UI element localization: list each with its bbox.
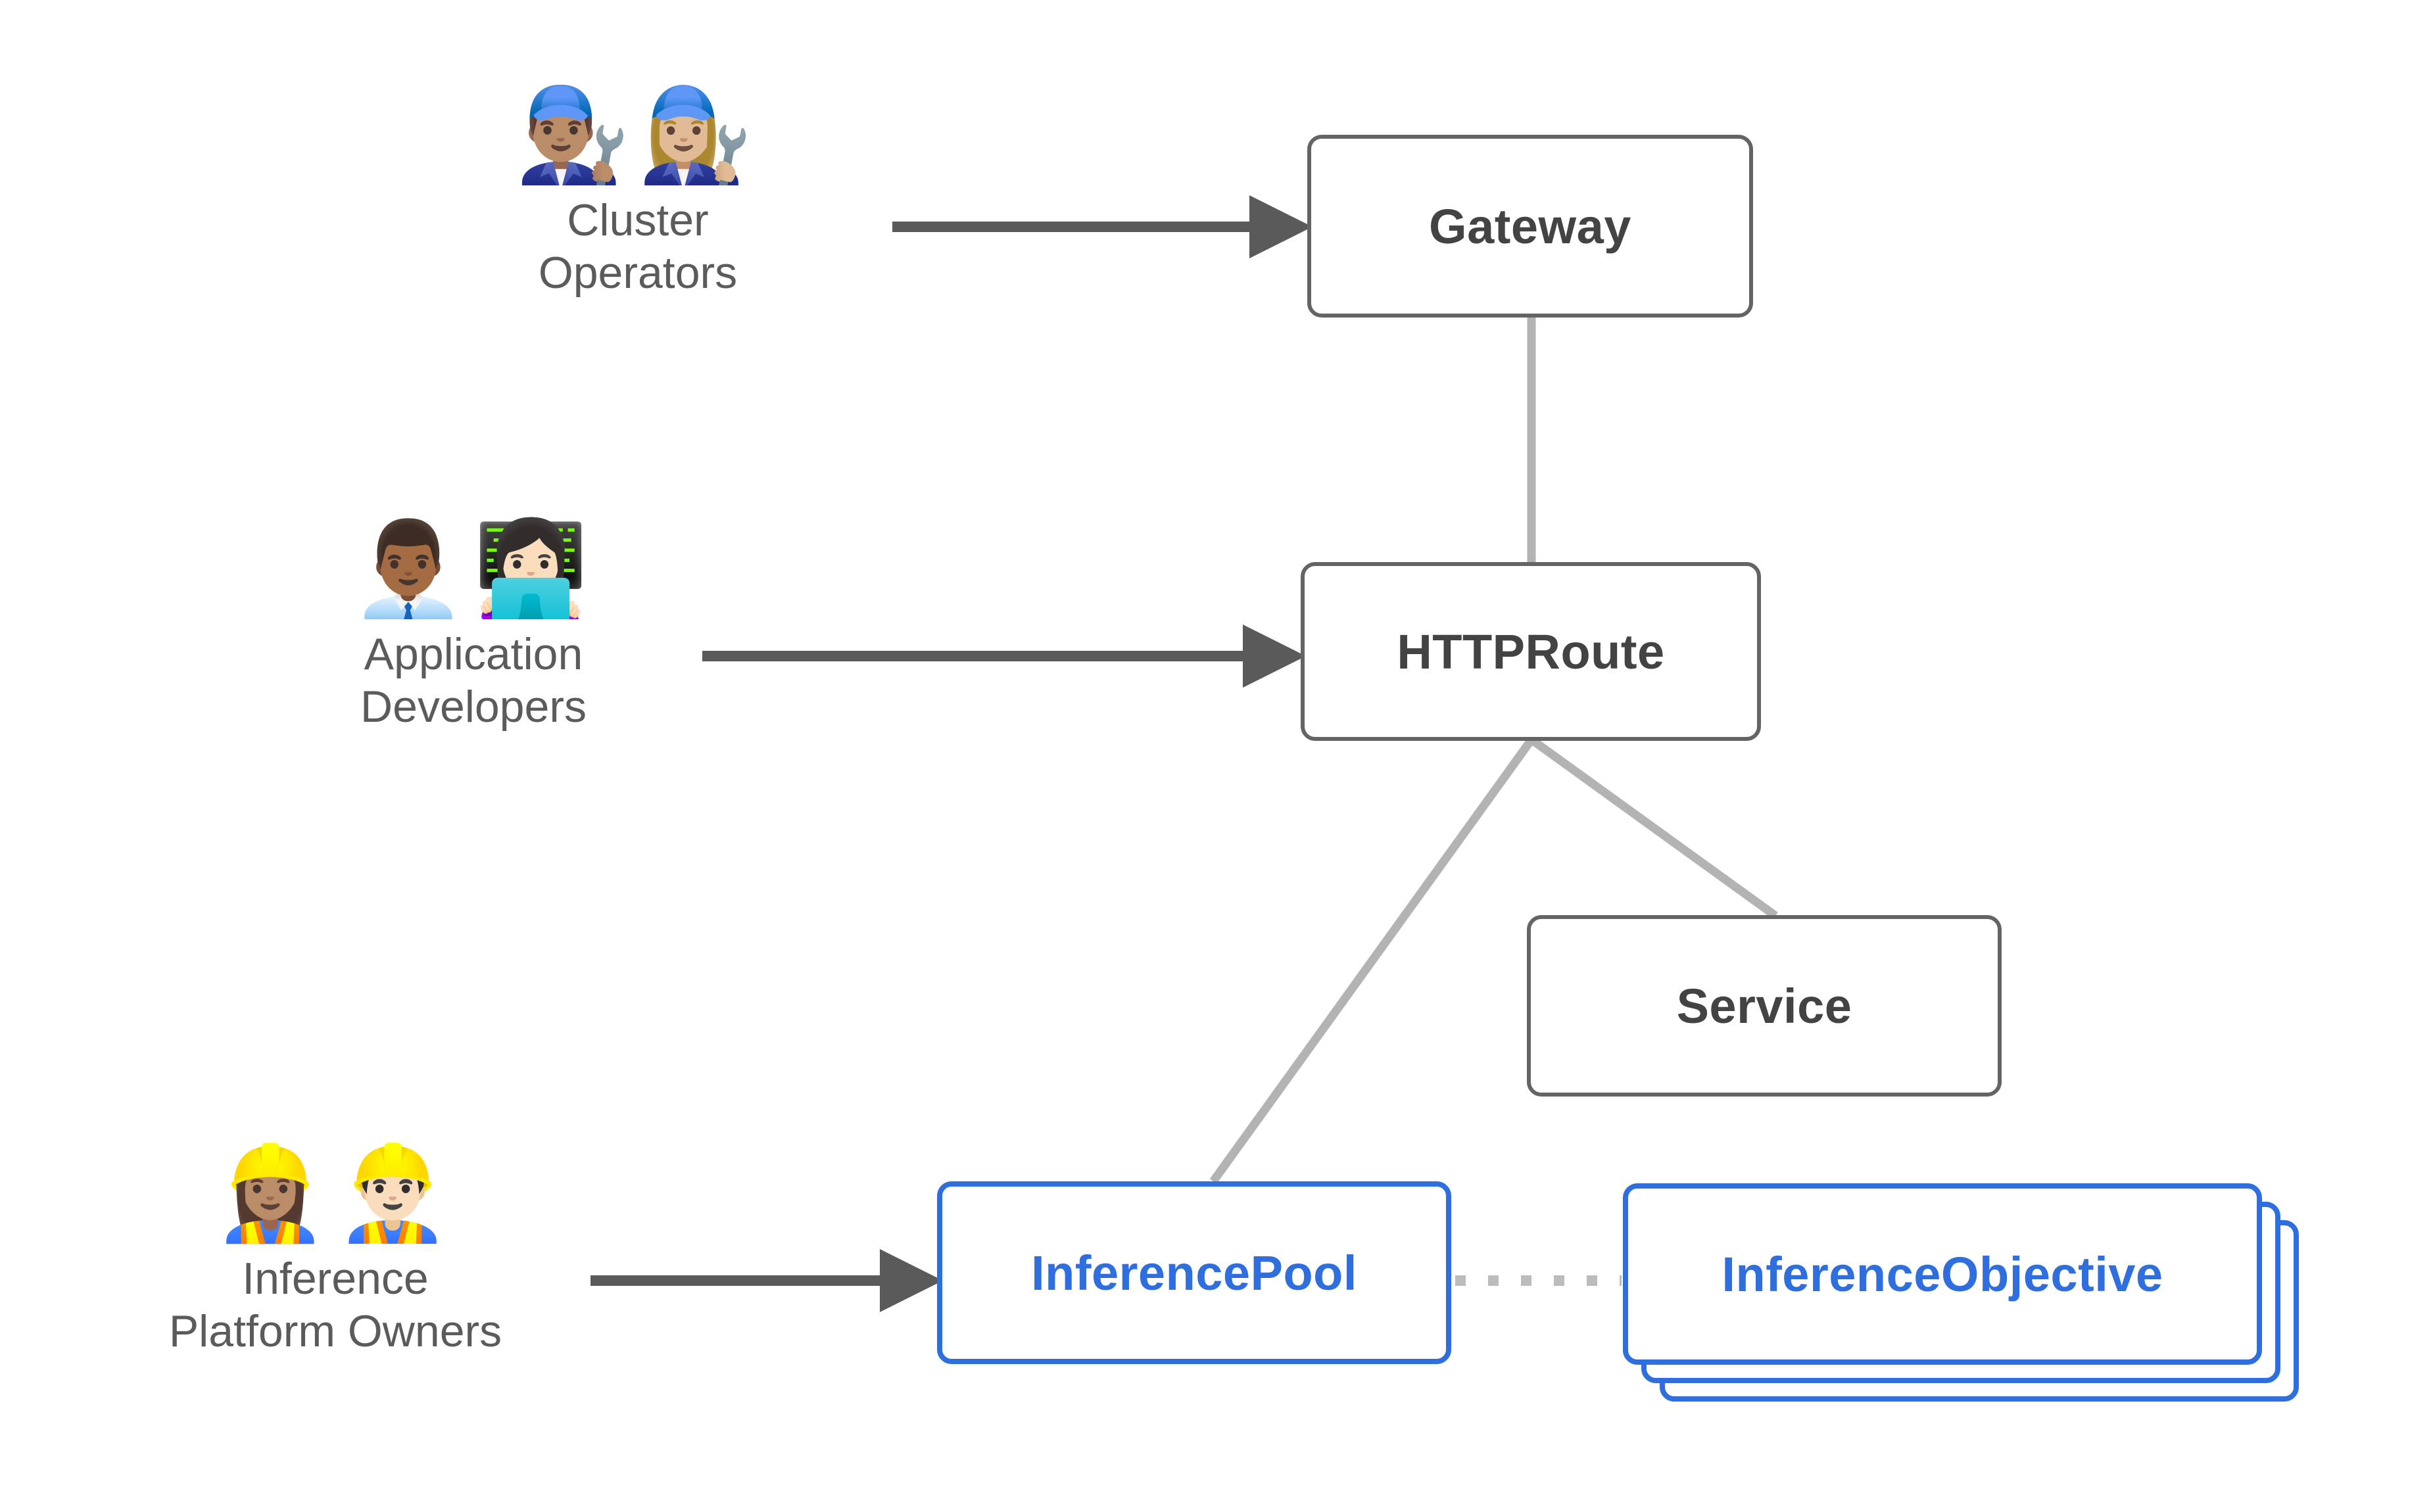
node-inferenceobjective-label: InferenceObjective xyxy=(1722,1246,2163,1302)
edge-httproute-to-service xyxy=(1529,736,1778,920)
cluster-operators-icons: 👨🏽‍🔧👩🏼‍🔧 xyxy=(515,82,761,189)
node-httproute[interactable]: HTTPRoute xyxy=(1301,562,1761,741)
cluster-operators-label: Cluster Operators xyxy=(538,195,738,298)
application-developers-icons: 👨🏾‍💼👩🏻‍💻 xyxy=(350,515,596,623)
actor-application-developers: 👨🏾‍💼👩🏻‍💻 Application Developers xyxy=(270,519,677,734)
node-inferencepool-label: InferencePool xyxy=(1031,1245,1357,1300)
inference-platform-owners-icons: 👷🏽‍♀️👷🏻‍♂️ xyxy=(212,1140,458,1247)
actor-inference-platform-owners: 👷🏽‍♀️👷🏻‍♂️ Inference Platform Owners xyxy=(92,1144,579,1358)
node-gateway-label: Gateway xyxy=(1429,199,1631,254)
application-developers-label: Application Developers xyxy=(360,629,587,732)
edge-httproute-to-inferencepool xyxy=(1209,737,1535,1184)
node-inferenceobjective-stack[interactable]: InferenceObjective xyxy=(1623,1183,2300,1407)
actor-cluster-operators: 👨🏽‍🔧👩🏼‍🔧 Cluster Operators xyxy=(434,85,842,300)
inferenceobjective-stack-layer-front[interactable]: InferenceObjective xyxy=(1623,1183,2262,1365)
node-inferencepool[interactable]: InferencePool xyxy=(937,1181,1451,1364)
inference-platform-owners-label: Inference Platform Owners xyxy=(168,1254,502,1357)
node-service-label: Service xyxy=(1676,978,1852,1033)
node-service[interactable]: Service xyxy=(1527,915,2002,1097)
node-gateway[interactable]: Gateway xyxy=(1307,135,1753,318)
node-httproute-label: HTTPRoute xyxy=(1397,624,1665,679)
